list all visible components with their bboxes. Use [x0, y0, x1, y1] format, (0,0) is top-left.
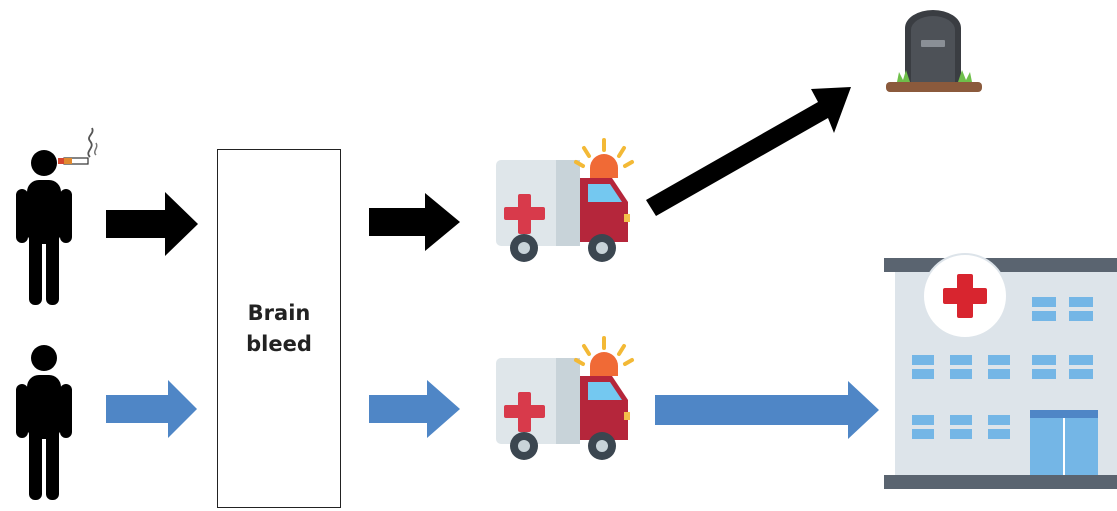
brain-bleed-label: Brain bleed: [246, 300, 312, 356]
arrow-person-to-event-bottom: [106, 380, 197, 438]
cigarette-icon: [58, 127, 98, 165]
ambulance-icon-bottom: [494, 336, 634, 462]
person-icon: [16, 345, 72, 500]
person-smoking-icon: [16, 127, 98, 305]
arrow-person-to-event-top: [106, 192, 198, 256]
tombstone-icon: [886, 10, 982, 92]
hospital-icon: [884, 253, 1117, 489]
arrow-ambulance-to-death: [646, 87, 851, 216]
brain-bleed-box: Brain bleed: [217, 149, 341, 508]
arrow-event-to-ambulance-top: [369, 193, 460, 251]
arrow-event-to-ambulance-bottom: [369, 380, 460, 438]
ambulance-icon-top: [494, 138, 634, 264]
arrow-ambulance-to-hospital: [655, 381, 879, 439]
